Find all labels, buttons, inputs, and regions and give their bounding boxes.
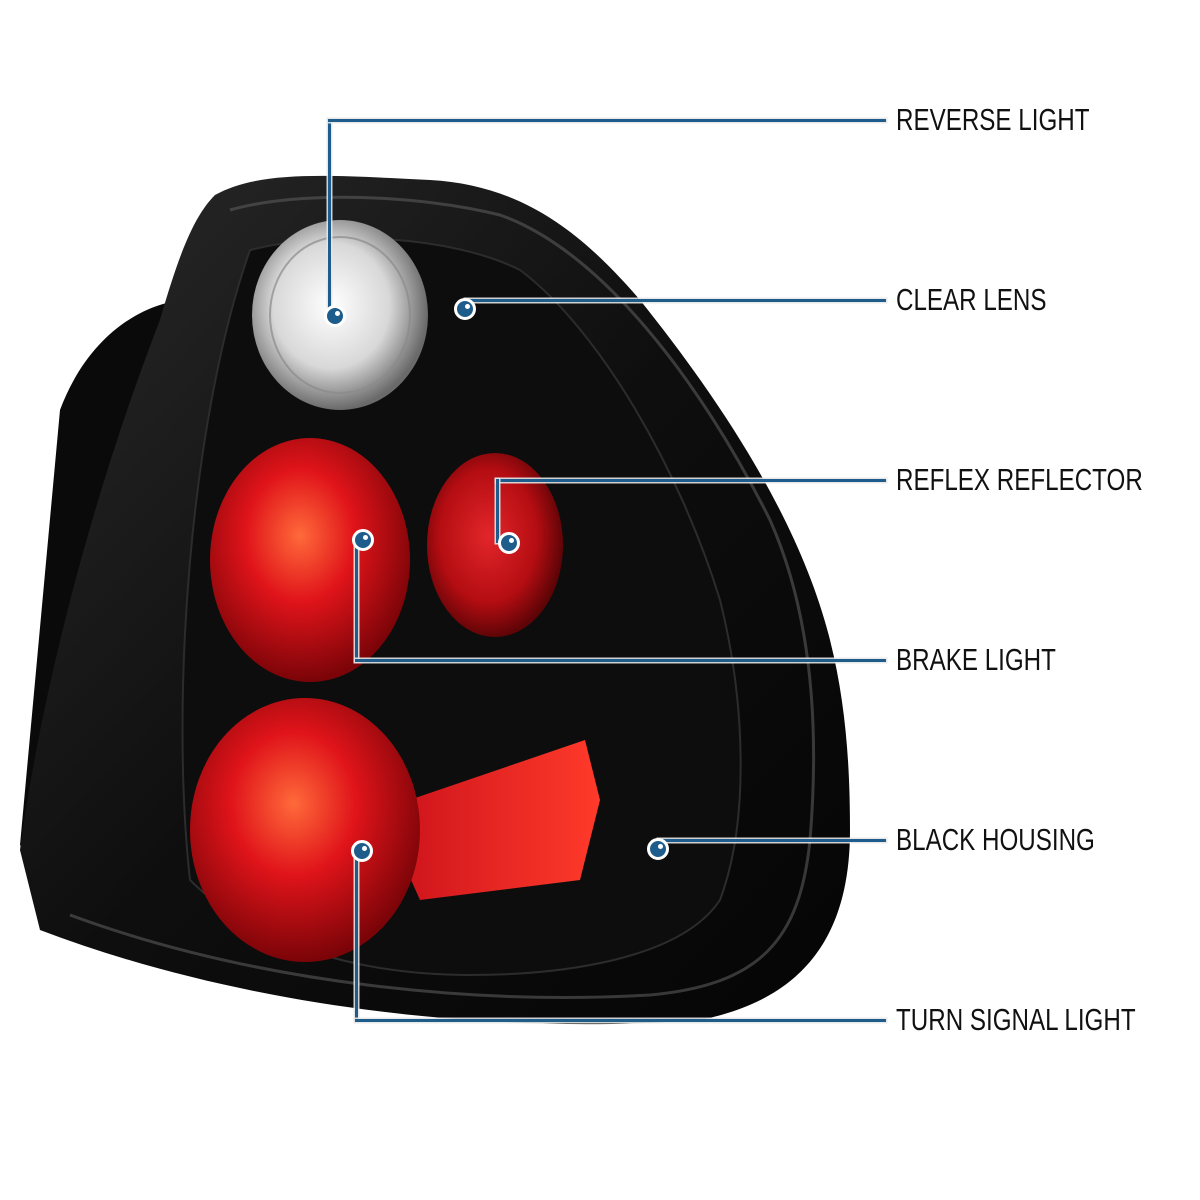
brake-light-lens [210,438,410,682]
reflex-reflector-lens [427,453,563,637]
label-reflex-reflector: REFLEX REFLECTOR [896,462,1143,497]
turn-signal-cone [380,740,600,900]
reflex-reflector-marker-icon [498,532,520,554]
label-black-housing: BLACK HOUSING [896,822,1095,857]
brake-light-marker-icon [352,529,374,551]
reverse-light-leader [328,119,331,317]
label-reverse-light: REVERSE LIGHT [896,102,1090,137]
black-housing-marker-icon [647,838,669,860]
brake-light-leader [355,540,358,661]
turn-signal-leader [355,851,358,1021]
label-turn-signal-light: TURN SIGNAL LIGHT [896,1002,1136,1037]
turn-signal-lens [190,698,420,962]
reverse-light-marker-icon [324,305,346,327]
clear-lens-marker-icon [454,298,476,320]
brake-light-leader [355,659,886,662]
black-housing-leader [658,839,886,842]
reflex-reflector-leader [496,479,886,482]
clear-lens-leader [465,299,886,302]
turn-signal-marker-icon [351,840,373,862]
label-brake-light: BRAKE LIGHT [896,642,1056,677]
label-clear-lens: CLEAR LENS [896,282,1047,317]
turn-signal-leader [355,1019,886,1022]
reflex-reflector-leader [496,479,499,543]
reverse-light-leader [328,119,886,122]
